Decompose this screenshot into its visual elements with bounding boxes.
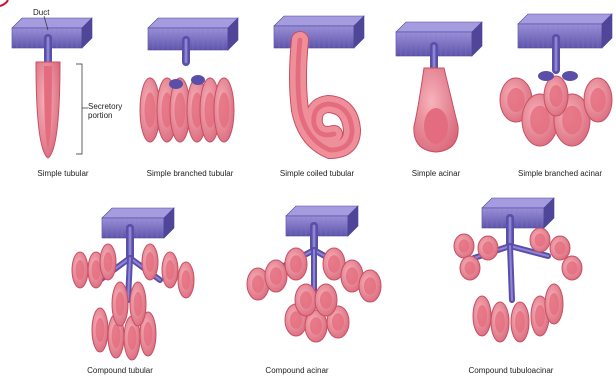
acinus-lumen xyxy=(495,311,505,333)
acinus-lumen xyxy=(92,260,101,280)
acinus-lumen xyxy=(112,324,121,348)
branch-junction xyxy=(169,79,183,89)
gland-simple-branched-tubular xyxy=(140,18,238,142)
epithelium-top xyxy=(102,208,174,218)
acinus-lumen xyxy=(175,92,186,127)
acinus-lumen xyxy=(182,270,191,290)
caption-simple-acinar: Simple acinar xyxy=(412,169,460,178)
gland-simple-acinar xyxy=(396,22,482,152)
acinus-lumen xyxy=(465,261,476,274)
acinus-lumen xyxy=(515,311,525,333)
acinus-lumen xyxy=(290,255,302,273)
epithelium-top xyxy=(396,22,482,32)
acinus-lumen xyxy=(507,88,525,112)
acinus-lumen xyxy=(270,267,282,285)
branch-junction xyxy=(538,71,554,81)
acinus-lumen xyxy=(116,292,125,316)
acinus-lumen xyxy=(590,88,605,112)
acinus-lumen xyxy=(96,318,105,342)
acinus-lumen xyxy=(134,292,143,316)
gland-compound-tubuloacinar xyxy=(454,198,582,342)
epithelium-top xyxy=(482,198,554,208)
acinus-lumen xyxy=(310,317,322,335)
acinus-lumen xyxy=(346,267,358,285)
caption-simple-coiled-tubular: Simple coiled tubular xyxy=(280,169,354,178)
gland-simple-tubular xyxy=(12,16,92,158)
caption-compound-tubuloacinar: Compound tubuloacinar xyxy=(469,366,554,375)
gland-simple-coiled-tubular xyxy=(274,16,364,150)
acinus-lumen xyxy=(328,255,340,273)
secretory-portion-label: Secretory portion xyxy=(88,102,122,120)
acinus-lumen xyxy=(145,92,156,127)
acinus-lumen xyxy=(219,92,230,127)
acinus-lumen xyxy=(549,293,559,315)
acinus-lumen xyxy=(567,261,578,274)
caption-compound-acinar: Compound acinar xyxy=(265,366,328,375)
acinus-lumen xyxy=(483,241,494,254)
epithelium-top xyxy=(274,16,364,26)
branch-junction xyxy=(191,75,205,85)
acinus-lumen xyxy=(144,322,153,346)
acinus-lumen xyxy=(535,305,545,327)
corner-mark xyxy=(0,0,8,6)
caption-compound-tubular: Compound tubular xyxy=(87,366,153,375)
caption-simple-branched-acinar: Simple branched acinar xyxy=(518,169,602,178)
acinus-lumen xyxy=(320,291,332,309)
caption-simple-tubular: Simple tubular xyxy=(37,169,88,178)
secretory-label-line1: Secretory xyxy=(88,102,122,111)
gland-compound-acinar xyxy=(247,206,381,342)
epithelium-top xyxy=(518,14,612,24)
acinus-lumen xyxy=(104,252,113,272)
acinus-lumen xyxy=(300,291,312,309)
acinus-lumen xyxy=(477,305,487,327)
acinus-lumen xyxy=(332,313,344,331)
secretory-label-line2: portion xyxy=(88,111,122,120)
acinus-lumen xyxy=(166,260,175,280)
acinus-lumen xyxy=(555,241,566,254)
acinus-lumen xyxy=(424,108,448,144)
duct-label: Duct xyxy=(33,8,49,17)
acinus-lumen xyxy=(459,239,470,252)
acinus-lumen xyxy=(76,260,85,280)
acinus-lumen xyxy=(128,326,137,350)
acinus-lumen xyxy=(252,275,264,293)
acinus-lumen xyxy=(146,252,155,272)
branch-junction xyxy=(562,71,578,81)
epithelium-top xyxy=(148,18,238,28)
acinus-lumen xyxy=(535,233,546,246)
gland-compound-tubular xyxy=(72,208,194,360)
acinus-lumen xyxy=(364,277,376,295)
epithelium-top xyxy=(12,18,92,28)
gland-simple-branched-acinar xyxy=(500,14,612,146)
secretory-bracket xyxy=(76,64,82,154)
acinus-lumen xyxy=(549,85,562,107)
caption-simple-branched-tubular: Simple branched tubular xyxy=(147,169,234,178)
epithelium-top xyxy=(286,206,358,216)
